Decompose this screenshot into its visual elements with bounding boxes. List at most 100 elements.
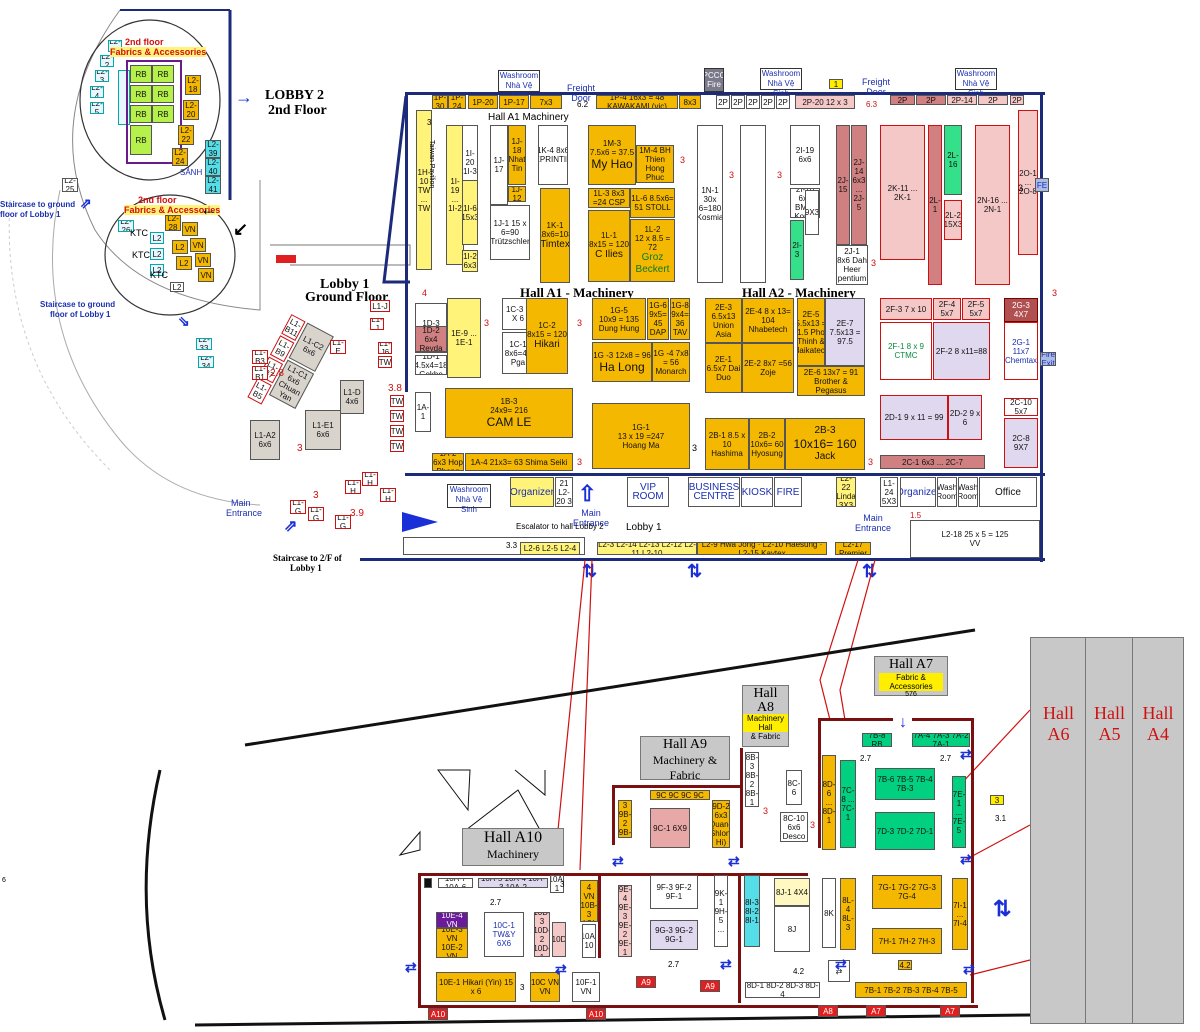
- booth-7b-block[interactable]: 7B-6 7B-5 7B-4 7B-3: [875, 768, 935, 800]
- booth-l1-a2[interactable]: L1-A2 6x6: [250, 420, 280, 460]
- booth-10a-row[interactable]: 10A-7 10A-6: [438, 878, 473, 888]
- booth-7a-row[interactable]: 7A-4 7A-3 7A-2 7A-1: [912, 733, 970, 747]
- booth-timtex[interactable]: 1K-118x6=108Timtex: [540, 188, 570, 283]
- booth-l2-22b[interactable]: L2-22 Linda 3X3: [836, 477, 856, 507]
- booth-brother[interactable]: 2E-6 13x7 = 91 Brother & Pegasus: [797, 366, 865, 396]
- office[interactable]: Office: [979, 477, 1037, 507]
- booth-2f-3[interactable]: 2F-3 7 x 10: [880, 298, 932, 320]
- booth-l1-h2[interactable]: L1-H: [362, 472, 378, 486]
- booth-l2-18[interactable]: L2-18: [185, 75, 201, 95]
- booth-10c-vn[interactable]: 10C VN VN: [530, 972, 560, 1002]
- booth-dap[interactable]: 1G-6 9x5= 45 DAP: [647, 298, 669, 340]
- booth-10e-mid[interactable]: 10E-3 VN 10E-2 VN: [436, 928, 468, 958]
- booth-l2-row-c[interactable]: L2-9 Hwa Jong · L2-10 Haesung · L2-15 Ka…: [697, 542, 827, 555]
- booth-l1-h1[interactable]: L1-H: [345, 480, 361, 494]
- booth-pharan[interactable]: 1P-16 7x3 Pharan: [530, 95, 562, 109]
- booth-rb-3[interactable]: RB: [130, 85, 152, 103]
- booth-10f-vn[interactable]: 10F-1 VN: [572, 972, 600, 1002]
- booth-2l-green[interactable]: 2L-16: [944, 125, 962, 195]
- booth-1a-1[interactable]: 1A-1: [415, 392, 431, 432]
- organizer-lobby1[interactable]: Organizer: [510, 477, 554, 507]
- booth-l2-35[interactable]: L2: [150, 248, 164, 260]
- booth-1p-24[interactable]: 1P-24: [448, 95, 466, 109]
- booth-1p-17[interactable]: 1P-17: [499, 95, 529, 109]
- booth-2p-40[interactable]: 2P: [731, 95, 745, 109]
- booth-l2-39[interactable]: L2-39: [205, 140, 221, 158]
- booth-10d-b[interactable]: 10D: [552, 922, 566, 957]
- booth-7c-col[interactable]: 7C-8 ... 7C-1: [840, 760, 856, 848]
- booth-2f-4[interactable]: 2F-4 5x7: [933, 298, 961, 320]
- booth-2d-2[interactable]: 2D-2 9 x 6: [948, 395, 982, 440]
- booth-l1-b1[interactable]: L1-B1: [252, 366, 268, 380]
- booth-l2-24[interactable]: L2-24: [172, 148, 188, 166]
- booth-8c-col[interactable]: 8C-6: [786, 770, 802, 805]
- booth-9d-2[interactable]: 9D-2 6x3 Quang (Shlong Hi): [712, 800, 730, 848]
- booth-l1-j2[interactable]: L1-J: [370, 318, 384, 330]
- booth-2j-14[interactable]: 2J-14 6x3 ... 2J-5: [851, 125, 867, 245]
- booth-kawakami[interactable]: 1P-4 16x3 = 48 KAWAKAMI (vjc): [596, 95, 678, 109]
- hall-a6-block[interactable]: Hall A6: [1030, 637, 1087, 1024]
- booth-1m-4[interactable]: 1M-4 BH Thien Hong Phuc: [636, 145, 674, 183]
- booth-2f-5[interactable]: 2F-5 5x7: [962, 298, 990, 320]
- booth-kosmia-1n[interactable]: 1N-1 30x 6=180 Kosmia: [697, 125, 723, 283]
- fire-room[interactable]: FIRE: [774, 477, 802, 507]
- booth-2i-3[interactable]: 2I-3: [790, 220, 804, 280]
- organizer-right[interactable]: Organizer: [900, 477, 936, 507]
- booth-zoje[interactable]: 2E-2 8x7 =56 Zoje: [742, 343, 794, 393]
- booth-l1-b3[interactable]: L1-B3: [252, 350, 268, 364]
- booth-rb-2[interactable]: RB: [152, 65, 174, 83]
- booth-l1-j1[interactable]: L1-J: [370, 300, 390, 312]
- fire-exit-right[interactable]: Fire Exit: [1040, 352, 1056, 366]
- booth-8d-col[interactable]: 8D-6 ... 8D-1: [822, 755, 836, 850]
- booth-10d-col[interactable]: 10D-3 10D-2 10D-1: [534, 912, 550, 957]
- booth-vjc[interactable]: 1P-2 8x3 VJC: [679, 95, 701, 109]
- booth-7i-col[interactable]: 7I-1 ... 7I-4: [952, 878, 968, 950]
- booth-2k-island[interactable]: 2K-11 ... 2K-1: [880, 125, 925, 260]
- booth-8k-col[interactable]: 8K: [822, 878, 836, 948]
- booth-8j-1[interactable]: 8J-1 4X4: [774, 878, 810, 906]
- fire-box-1[interactable]: A10: [428, 1008, 448, 1020]
- booth-l2-32[interactable]: VN: [198, 268, 214, 282]
- booth-9c-1[interactable]: 9C-1 6X9: [650, 808, 690, 848]
- booth-tw-column[interactable]: 1H-10 TW ... TW: [416, 110, 432, 270]
- fire-box-6[interactable]: A7: [866, 1005, 886, 1017]
- booth-l2-21[interactable]: L2-21 L2-20 3 X3: [555, 477, 573, 507]
- booth-2p-10[interactable]: 2P: [916, 95, 946, 105]
- booth-one-marker[interactable]: 1: [829, 79, 843, 89]
- booth-l1-g1[interactable]: L1-G: [290, 500, 306, 514]
- booth-l2-33[interactable]: L2: [172, 240, 188, 254]
- booth-2f-2[interactable]: 2F-2 8 x11=88: [933, 322, 990, 380]
- kiosk[interactable]: KIOSK: [741, 477, 773, 507]
- booth-1p-30[interactable]: 1P-30: [432, 95, 448, 109]
- booth-l1-j2b[interactable]: TW: [390, 425, 404, 437]
- booth-8l-col[interactable]: 8L-4 8L-3: [840, 878, 856, 950]
- booth-8d-row-bottom[interactable]: 8D-1 8D-2 8D-3 8D-4: [745, 982, 820, 998]
- booth-2j-15[interactable]: 2J-15: [836, 125, 850, 245]
- booth-10b-col[interactable]: 10B-4 VN 10B-3 VN: [580, 880, 598, 922]
- booth-1j-17[interactable]: 1J-17: [490, 125, 508, 205]
- booth-l2-30[interactable]: VN: [190, 238, 206, 252]
- booth-trutzschler[interactable]: 1J-1 15 x 6=90 Trützschler: [490, 205, 530, 260]
- booth-dah-heer[interactable]: 2J-1 8x6 Dah Heer pentium: [836, 245, 868, 285]
- booth-l1-j4[interactable]: TW: [390, 395, 404, 407]
- booth-l2-2[interactable]: L2-2: [100, 55, 114, 67]
- fire-exit-top[interactable]: FE: [1035, 178, 1049, 192]
- booth-7d-block[interactable]: 7D-3 7D-2 7D-1: [875, 812, 935, 850]
- booth-rb-6[interactable]: RB: [152, 105, 174, 123]
- booth-8i-col[interactable]: 8I-3 8I-2 8I-1: [744, 875, 760, 947]
- booth-1d-1[interactable]: 1D-1 4.5x4=18 Gokhe: [415, 355, 447, 375]
- booth-l1-j3[interactable]: TW: [390, 410, 404, 422]
- booth-3-marker[interactable]: 3: [990, 795, 1004, 805]
- booth-2p-14[interactable]: 2P-14: [947, 95, 977, 105]
- booth-union[interactable]: 2E-3 6.5x13 Union Asia: [705, 298, 742, 343]
